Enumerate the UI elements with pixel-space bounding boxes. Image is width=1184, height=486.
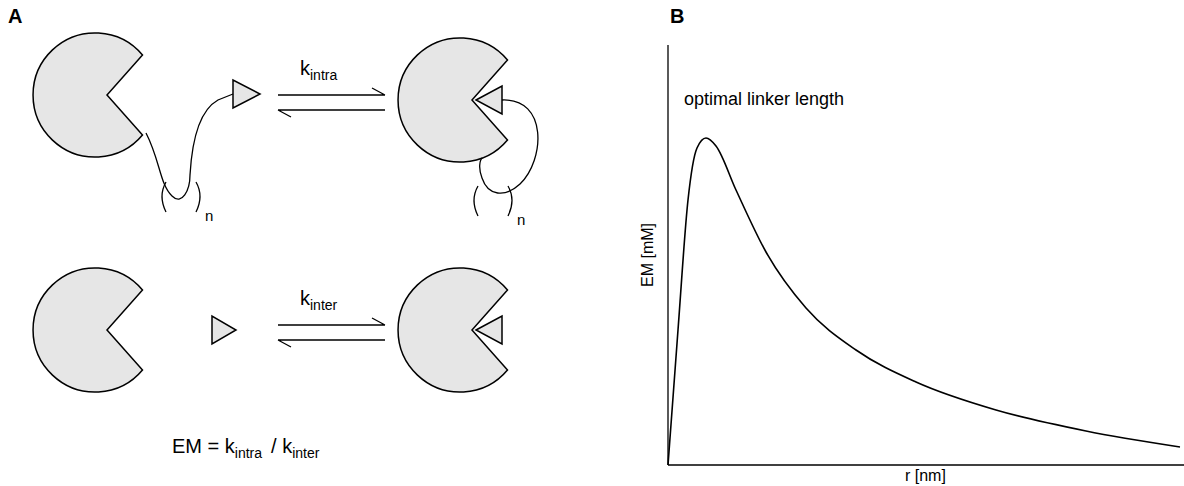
panel-letter: B [670,5,684,27]
em-curve [668,138,1180,465]
repeat-index: n [517,211,525,228]
ligand-triangle [476,86,502,114]
protein-shape [33,268,142,392]
text-group: A [8,6,22,26]
equation-subscript: intra [235,445,262,461]
text-group: kintra [300,58,341,82]
equation-text: EM = k [172,435,235,457]
ligand-triangle [233,80,260,108]
ligand-triangle [212,316,236,344]
text-group: r [nm] [905,468,946,484]
repeat-bracket [474,186,478,216]
equation-text: / k [271,435,292,457]
text-group: kinter [300,288,341,312]
axis-label: r [nm] [905,467,946,484]
protein-shape [398,38,507,162]
equation-subscript: inter [292,445,319,461]
forward-arrow [278,88,385,95]
x-axis [668,464,1184,465]
annotation-text: optimal linker length [684,89,844,109]
text-group: n [517,212,525,228]
text-group: EM = kintra / kinter [172,436,323,460]
rate-subscript: intra [310,67,337,83]
repeat-index: n [205,207,213,224]
text-group: B [670,6,684,26]
axis-label: EM [mM] [639,223,656,287]
panel-letter: A [8,5,22,27]
text-group: optimal linker length [684,90,844,108]
repeat-bracket [508,186,512,216]
protein-shape [33,33,142,157]
rate-constant: k [300,57,310,79]
forward-arrow [278,318,385,325]
text-group: n [205,208,213,224]
protein-shape [398,268,507,392]
reverse-arrow [278,110,385,117]
ligand-triangle [476,316,502,344]
repeat-bracket [196,182,200,212]
reverse-arrow [278,340,385,347]
text-group: EM [mM] [640,223,656,287]
rate-subscript: inter [310,297,337,313]
linker-chain [146,94,233,199]
rate-constant: k [300,287,310,309]
repeat-bracket [162,182,166,212]
y-axis [667,45,668,465]
linker-chain [480,100,538,193]
